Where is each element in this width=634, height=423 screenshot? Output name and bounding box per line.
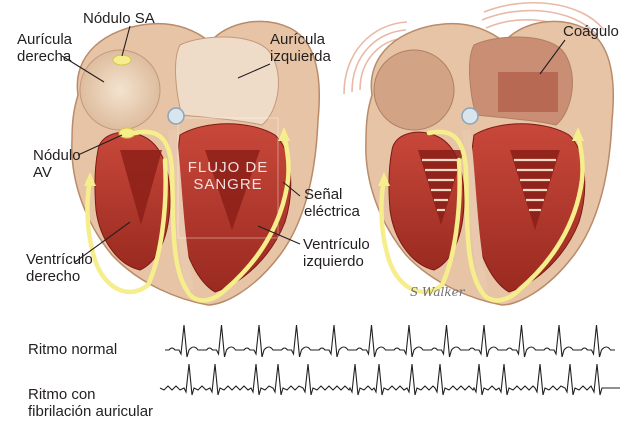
label-clot: Coágulo (563, 23, 619, 40)
label-electrical-signal-line1: Señal (304, 186, 342, 203)
label-right-atrium-line1: Aurícula (17, 31, 72, 48)
label-right-ventricle-line1: Ventrículo (26, 251, 93, 268)
label-blood-flow-line1: FLUJO DE (182, 160, 274, 176)
label-electrical-signal-line2: eléctrica (304, 203, 360, 220)
label-afib-rhythm-line1: Ritmo con (28, 386, 96, 403)
artist-signature: S Walker (410, 285, 464, 299)
label-normal-rhythm: Ritmo normal (28, 341, 117, 358)
label-left-atrium-line2: izquierda (270, 48, 331, 65)
clot-region (498, 72, 558, 112)
av-node-icon (119, 128, 135, 138)
afib-left-ventricle (471, 124, 585, 292)
ecg-afib-trace (160, 364, 620, 395)
left-atrium-chamber (176, 37, 279, 125)
label-left-atrium-line1: Aurícula (270, 31, 325, 48)
label-left-ventricle-line1: Ventrículo (303, 236, 370, 253)
valve-icon (168, 108, 184, 124)
ecg-normal-trace (165, 325, 615, 357)
label-av-node-line1: Nódulo (33, 147, 81, 164)
label-right-atrium-line2: derecha (17, 48, 71, 65)
label-av-node-line2: AV (33, 164, 52, 181)
label-afib-rhythm-line2: fibrilación auricular (28, 403, 153, 420)
sa-node-icon (113, 55, 131, 65)
label-blood-flow-line2: SANGRE (182, 177, 274, 193)
afib-right-atrium (374, 50, 454, 130)
label-right-ventricle-line2: derecho (26, 268, 80, 285)
label-left-ventricle-line2: izquierdo (303, 253, 364, 270)
label-sa-node: Nódulo SA (83, 10, 155, 27)
afib-valve-icon (462, 108, 478, 124)
afib-heart (344, 3, 613, 305)
